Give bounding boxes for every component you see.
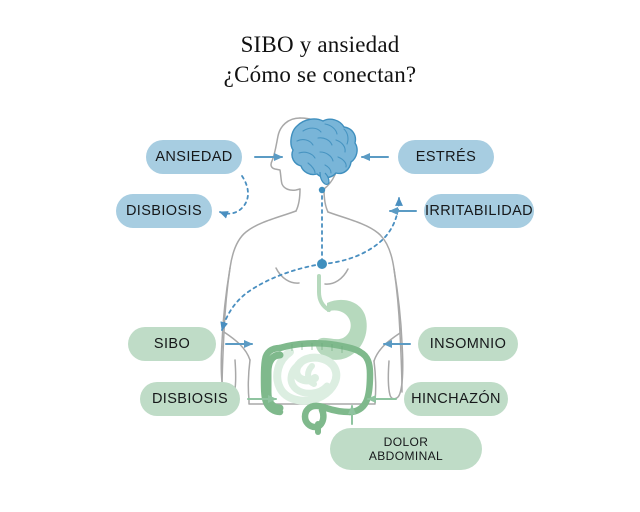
label-sibo[interactable]: SIBO bbox=[128, 327, 216, 361]
title-line-2: ¿Cómo se conectan? bbox=[223, 62, 417, 87]
dashed-node-to-sibo bbox=[220, 263, 323, 331]
label-insomnio[interactable]: INSOMNIO bbox=[418, 327, 518, 361]
dashed-node-to-irritabilidad bbox=[321, 197, 403, 265]
label-disbiosis-bottom[interactable]: DISBIOSIS bbox=[140, 382, 240, 416]
label-dolor-abdominal[interactable]: DOLOR ABDOMINAL bbox=[330, 428, 482, 470]
label-irritabilidad[interactable]: IRRITABILIDAD bbox=[424, 194, 534, 228]
label-disbiosis-top[interactable]: DISBIOSIS bbox=[116, 194, 212, 228]
label-hinchazon[interactable]: HINCHAZÓN bbox=[404, 382, 508, 416]
title-line-1: SIBO y ansiedad bbox=[240, 32, 400, 57]
brain-icon bbox=[290, 118, 358, 185]
dashed-ansiedad-to-disbiosis bbox=[219, 175, 249, 219]
digestive-system-icon bbox=[260, 274, 374, 435]
label-estres[interactable]: ESTRÉS bbox=[398, 140, 494, 174]
vagus-nerve-network bbox=[219, 175, 403, 331]
label-ansiedad[interactable]: ANSIEDAD bbox=[146, 140, 242, 174]
vagus-node-neck bbox=[318, 186, 326, 194]
vagus-node-chest bbox=[317, 259, 327, 269]
page-title: SIBO y ansiedad ¿Cómo se conectan? bbox=[0, 30, 640, 90]
